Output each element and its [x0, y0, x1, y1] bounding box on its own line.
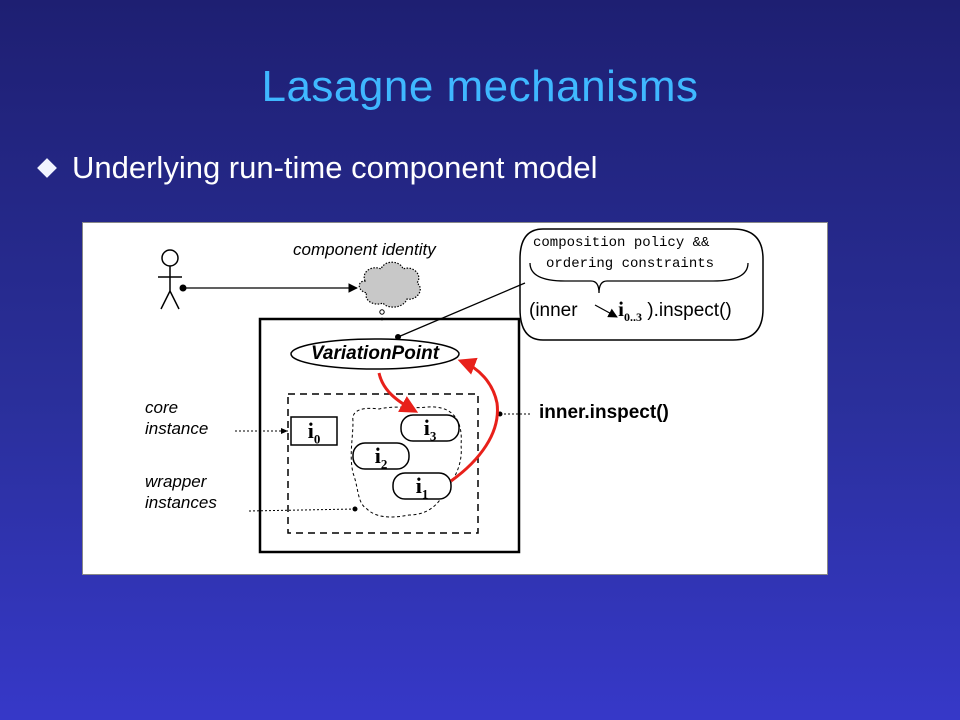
instance-i2-box: [352, 442, 410, 470]
call-range-text: 0..3: [623, 309, 642, 324]
policy-bubble: [519, 228, 764, 341]
instance-i2-label: i2: [374, 443, 388, 472]
user-stick-figure-icon: [158, 249, 182, 310]
bullet-text: Underlying run-time component model: [72, 150, 598, 185]
core-instance-label: core instance: [145, 398, 209, 438]
bullet-diamond-icon: [37, 158, 57, 178]
wrapper-instances-label: wrapper instances: [145, 472, 217, 512]
instance-i0-box: [290, 416, 338, 446]
call-arrow-icon: [594, 304, 618, 318]
call-expression: (inner i0..3 ).inspect(): [529, 297, 732, 325]
instance-i1-box: [392, 472, 452, 500]
instance-i1-label: i1: [415, 473, 429, 502]
diagram-graphics: [158, 228, 764, 554]
slide-title: Lasagne mechanisms: [261, 62, 699, 111]
component-identity-label: component identity: [293, 240, 436, 259]
component-box: [258, 317, 521, 554]
identity-arrow: [179, 283, 358, 293]
component-identity-cloud-icon: [358, 261, 421, 321]
variation-point-ellipse: [290, 338, 460, 370]
instance-i3-box: [400, 414, 460, 442]
variation-point-label: VariationPoint: [310, 343, 440, 364]
instance-i0-label: i0: [307, 418, 321, 447]
policy-brace-icon: [529, 262, 749, 294]
component-model-diagram: component identity composition policy &&…: [82, 222, 828, 575]
call-instances-text: i: [618, 297, 624, 321]
policy-line1-label: composition policy &&: [533, 235, 710, 251]
instance-i3-label: i3: [423, 415, 437, 444]
call-chain-arrows: [377, 357, 499, 483]
policy-line2-label: ordering constraints: [546, 256, 715, 272]
bullet-item: Underlying run-time component model: [36, 150, 598, 186]
wrapper-region-outline: [350, 406, 462, 518]
call-open-text: (inner: [529, 300, 578, 321]
wrapper-dashed-box: [287, 393, 479, 534]
call-close-text: ).inspect(): [647, 300, 732, 321]
policy-connector: [397, 282, 526, 338]
inner-inspect-label: inner.inspect(): [539, 402, 669, 423]
label-pointer-lines: [235, 413, 531, 512]
